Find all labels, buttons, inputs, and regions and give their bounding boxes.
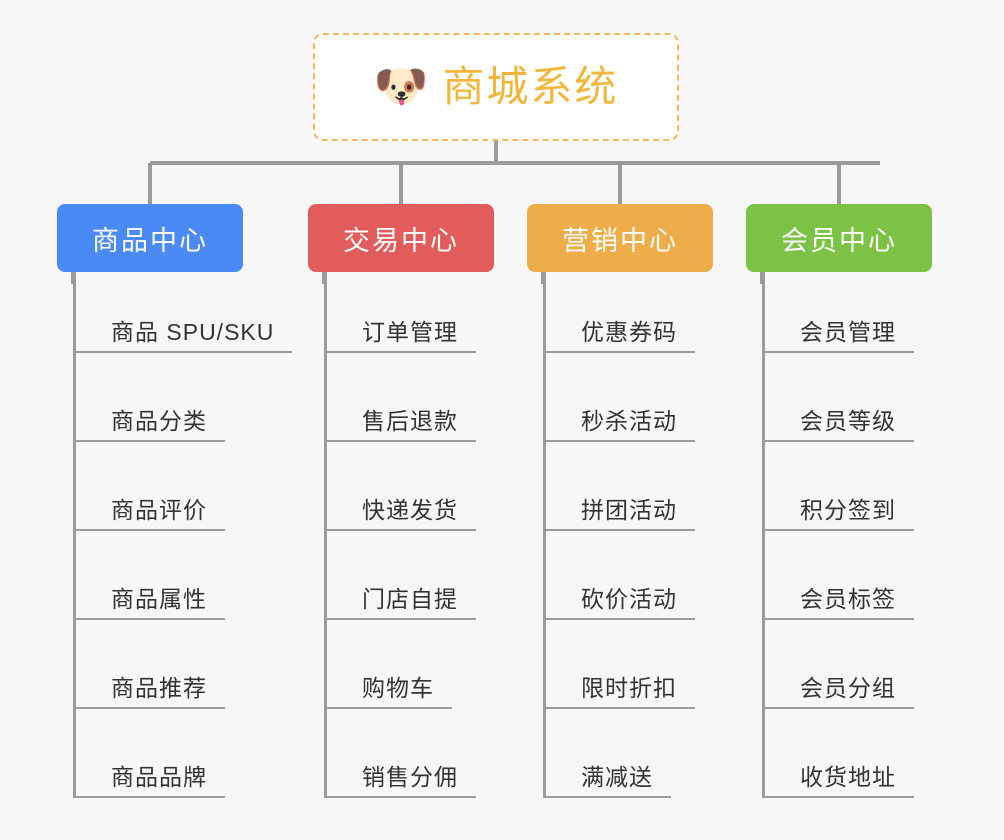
leaf-underline: 会员标签: [762, 587, 914, 620]
leaf-underline: 限时折扣: [543, 676, 695, 709]
leaf-list-member-center: 会员管理会员等级积分签到会员标签会员分组收货地址: [746, 272, 932, 798]
leaf-label: 收货地址: [800, 764, 896, 790]
category-label: 会员中心: [781, 225, 897, 256]
leaf-spine-member-center: [762, 272, 765, 798]
leaf-spine-trade-center: [324, 272, 327, 798]
leaf-list-product-center: 商品 SPU/SKU 商品分类商品评价商品属性商品推荐商品品牌: [57, 272, 293, 798]
category-label: 交易中心: [343, 225, 459, 256]
leaf-underline: 门店自提: [324, 587, 476, 620]
leaf-underline: 商品属性: [73, 587, 225, 620]
leaf-label: 销售分佣: [362, 764, 458, 790]
leaf-label: 满减送: [581, 764, 653, 790]
leaf-label: 限时折扣: [581, 675, 677, 701]
category-box-trade-center[interactable]: 交易中心: [308, 204, 494, 272]
leaf-underline: 满减送: [543, 765, 671, 798]
leaf-label: 快递发货: [362, 497, 458, 523]
leaf-underline: 会员分组: [762, 676, 914, 709]
leaf-label: 售后退款: [362, 408, 458, 434]
leaf-underline: 商品分类: [73, 409, 225, 442]
leaf-label: 积分签到: [800, 497, 896, 523]
leaf-label: 商品属性: [111, 586, 207, 612]
leaf-underline: 商品推荐: [73, 676, 225, 709]
leaf-underline: 快递发货: [324, 498, 476, 531]
category-label: 营销中心: [562, 225, 678, 256]
leaf-label: 商品分类: [111, 408, 207, 434]
leaf-label: 订单管理: [362, 319, 458, 345]
leaf-underline: 会员管理: [762, 320, 914, 353]
leaf-label: 商品 SPU/SKU: [111, 319, 275, 345]
leaf-label: 优惠券码: [581, 319, 677, 345]
leaf-underline: 优惠券码: [543, 320, 695, 353]
leaf-label: 商品推荐: [111, 675, 207, 701]
leaf-label: 拼团活动: [581, 497, 677, 523]
shiba-dog-face-icon: 🐶: [373, 62, 429, 111]
category-box-member-center[interactable]: 会员中心: [746, 204, 932, 272]
leaf-underline: 会员等级: [762, 409, 914, 442]
category-label: 商品中心: [92, 225, 208, 256]
leaf-underline: 订单管理: [324, 320, 476, 353]
leaf-underline: 砍价活动: [543, 587, 695, 620]
leaf-underline: 收货地址: [762, 765, 914, 798]
leaf-underline: 秒杀活动: [543, 409, 695, 442]
leaf-spine-marketing-center: [543, 272, 546, 798]
category-box-product-center[interactable]: 商品中心: [57, 204, 243, 272]
leaf-list-trade-center: 订单管理售后退款快递发货门店自提购物车销售分佣: [308, 272, 494, 798]
leaf-label: 会员管理: [800, 319, 896, 345]
leaf-underline: 商品 SPU/SKU: [73, 319, 293, 353]
leaf-underline: 商品品牌: [73, 765, 225, 798]
leaf-underline: 销售分佣: [324, 765, 476, 798]
category-box-marketing-center[interactable]: 营销中心: [527, 204, 713, 272]
leaf-label: 商品品牌: [111, 764, 207, 790]
column-product-center: 商品中心商品 SPU/SKU 商品分类商品评价商品属性商品推荐商品品牌: [57, 204, 293, 798]
leaf-label: 商品评价: [111, 497, 207, 523]
leaf-label: 会员等级: [800, 408, 896, 434]
leaf-label: 砍价活动: [581, 586, 677, 612]
leaf-label: 会员标签: [800, 586, 896, 612]
leaf-label: 会员分组: [800, 675, 896, 701]
leaf-underline: 售后退款: [324, 409, 476, 442]
root-title: 商城系统: [442, 63, 619, 110]
leaf-underline: 拼团活动: [543, 498, 695, 531]
leaf-label: 门店自提: [362, 586, 458, 612]
column-trade-center: 交易中心订单管理售后退款快递发货门店自提购物车销售分佣: [308, 204, 494, 798]
leaf-underline: 商品评价: [73, 498, 225, 531]
column-member-center: 会员中心会员管理会员等级积分签到会员标签会员分组收货地址: [746, 204, 932, 798]
leaf-list-marketing-center: 优惠券码秒杀活动拼团活动砍价活动限时折扣满减送: [527, 272, 713, 798]
leaf-underline: 积分签到: [762, 498, 914, 531]
root-node[interactable]: 🐶 商城系统: [313, 33, 679, 141]
column-marketing-center: 营销中心优惠券码秒杀活动拼团活动砍价活动限时折扣满减送: [527, 204, 713, 798]
leaf-spine-product-center: [73, 272, 76, 798]
leaf-label: 购物车: [362, 675, 434, 701]
leaf-label: 秒杀活动: [581, 408, 677, 434]
leaf-underline: 购物车: [324, 676, 452, 709]
